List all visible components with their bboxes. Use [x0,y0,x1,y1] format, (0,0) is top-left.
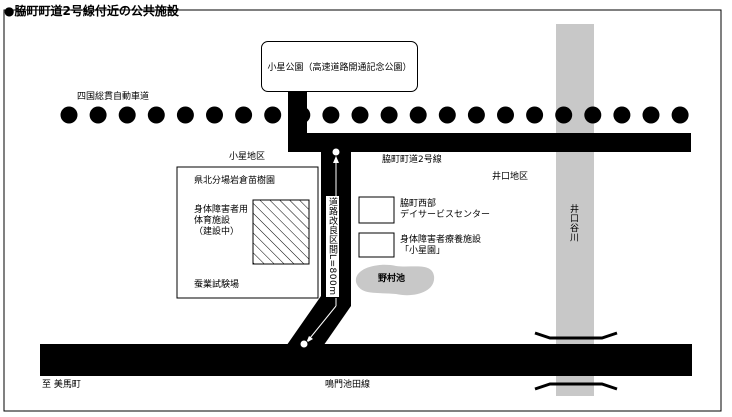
to-mima-label: 至 美馬町 [42,380,81,390]
expressway-dot [60,106,78,124]
arrowhead-icon [306,336,313,343]
expressway-dot [118,106,136,124]
town-road-horizontal [288,133,691,152]
park-label-box: 小星公園（高速道路開通記念公園） [261,41,418,92]
sericulture-station-label: 蚕業試験場 [194,280,240,290]
town-road-label: 脇町町道2号線 [382,155,442,165]
expressway-dot [409,106,427,124]
pond-label: 野村池 [378,274,406,284]
expressway-dot [642,106,660,124]
expressway-dot [526,106,544,124]
gym-label-line3: （建設中） [194,227,240,237]
expressway-dot [555,106,573,124]
expressway-dot [89,106,107,124]
improvement-section-label: 道路改良区間L=800m [326,196,339,297]
expressway-line [60,106,689,124]
day-service-label-2: デイサービスセンター [400,210,491,220]
bridge-icon [534,331,618,391]
park-label: 小星公園（高速道路開通記念公園） [267,63,412,73]
river-label: 井口谷川 [568,204,578,242]
expressway-dot [322,106,340,124]
expressway-dot [206,106,223,124]
expressway-dot [147,106,165,124]
river-band [556,24,594,396]
expressway-dot [351,106,369,124]
area-label-iguchi: 井口地区 [492,172,529,182]
expressway-dot [584,106,602,124]
expressway-dot [380,106,398,124]
area-label-koboshi: 小星地区 [229,152,266,162]
map-frame [3,9,722,412]
gym-construction-site [252,199,310,265]
care-facility-label-1: 身体障害者療養施設 [400,235,482,245]
main-road-label: 鳴門池田線 [325,380,371,390]
day-service-center-box [358,196,395,224]
care-facility-box [358,232,395,258]
expressway-dot [497,106,514,124]
expressway-dot [235,106,253,124]
expressway-dot [293,106,311,124]
section-start-marker [331,147,341,157]
improved-road-section [282,143,351,352]
expressway-dot [613,106,631,124]
expressway-dot [264,106,282,124]
expressway-dot [467,106,485,124]
nursery-label: 県北分場岩倉苗樹園 [194,176,276,186]
arrowhead-icon [333,156,339,163]
section-end-marker [299,339,309,349]
main-road [40,344,692,376]
expressway-dot [671,106,689,124]
day-service-label-1: 脇町西部 [400,199,437,209]
page-title: ●脇町町道2号線付近の公共施設 [4,4,179,18]
care-facility-label-2: 「小星園」 [400,246,446,256]
gym-label-line2: 体育施設 [194,216,231,226]
gym-label-line1: 身体障害者用 [194,205,249,215]
pond-shape [355,264,435,296]
expressway-dot [438,106,456,124]
expressway-label: 四国総貫自動車道 [77,92,150,102]
expressway-dot [176,106,194,124]
